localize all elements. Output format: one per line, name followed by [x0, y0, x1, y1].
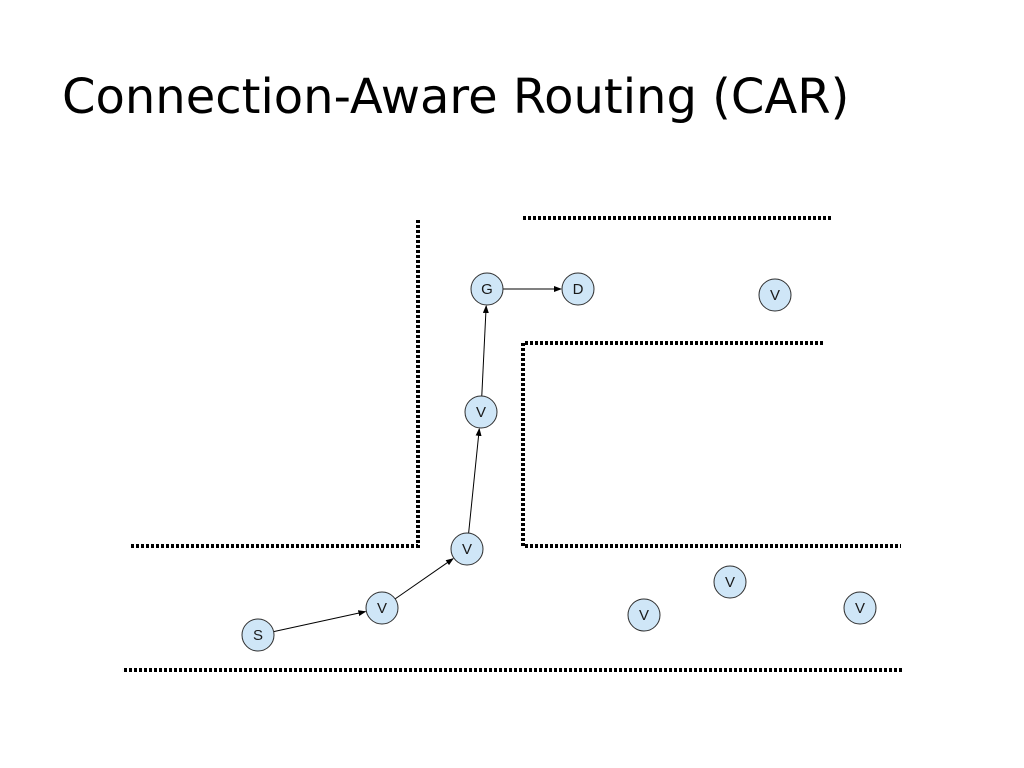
node-label: V — [377, 600, 387, 617]
slide-title: Connection-Aware Routing (CAR) — [62, 69, 850, 125]
route-link-vehicle-1-to-vehicle-2 — [394, 558, 454, 600]
node-circle — [843, 591, 877, 625]
node-gateway: G — [470, 272, 504, 306]
node-label: D — [573, 281, 584, 298]
node-label: V — [639, 607, 649, 624]
node-vehicle-2: V — [450, 532, 484, 566]
node-circle — [464, 395, 498, 429]
road-edges — [124, 216, 903, 672]
node-label: V — [476, 404, 486, 421]
node-circle — [561, 272, 595, 306]
node-label: V — [770, 287, 780, 304]
node-label: V — [855, 600, 865, 617]
node-label: G — [481, 281, 493, 298]
node-circle — [713, 565, 747, 599]
node-label: V — [725, 574, 735, 591]
route-link-source-to-vehicle-1 — [273, 610, 367, 633]
node-vehicle-4: V — [758, 278, 792, 312]
node-destination: D — [561, 272, 595, 306]
node-label: V — [462, 541, 472, 558]
node-circle — [627, 598, 661, 632]
route-link-vehicle-2-to-vehicle-3 — [468, 427, 482, 534]
node-vehicle-7: V — [843, 591, 877, 625]
node-vehicle-1: V — [365, 591, 399, 625]
vehicle-nodes: S V V V G D V V V V — [241, 272, 877, 652]
node-vehicle-3: V — [464, 395, 498, 429]
road-edge-lower-left — [131, 218, 420, 548]
node-circle — [470, 272, 504, 306]
node-source: S — [241, 618, 275, 652]
node-circle — [450, 532, 484, 566]
node-circle — [241, 618, 275, 652]
route-links — [273, 286, 562, 633]
road-edge-inner-corner — [521, 341, 901, 548]
node-vehicle-6: V — [627, 598, 661, 632]
node-circle — [365, 591, 399, 625]
route-link-vehicle-3-to-gateway — [481, 304, 489, 397]
node-label: S — [253, 627, 263, 644]
node-vehicle-5: V — [713, 565, 747, 599]
node-circle — [758, 278, 792, 312]
